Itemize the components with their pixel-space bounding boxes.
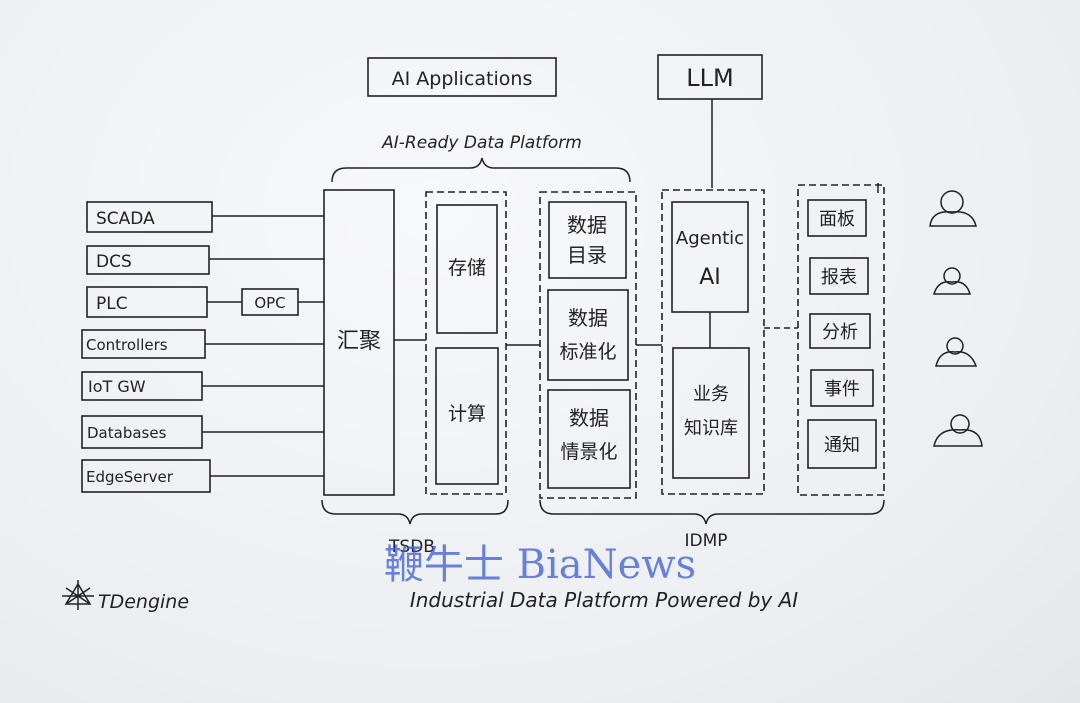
knowledge-base-box [672, 347, 750, 479]
output-box-analysis [809, 313, 871, 349]
platform-brace [331, 157, 631, 183]
source-label-plc: PLC [96, 294, 128, 314]
llm-label: LLM [686, 64, 733, 92]
output-box-notify [807, 419, 877, 469]
aggregate-label: 汇聚 [337, 329, 381, 354]
output-label-dashboard: 面板 [819, 209, 855, 230]
llm-box [657, 54, 763, 100]
data-standardize-line1: 数据 [568, 306, 608, 330]
data-context-box [547, 389, 631, 489]
output-box-dashboard [807, 199, 867, 237]
source-label-dcs: DCS [96, 252, 132, 272]
output-list: 面板 报表 分析 事件 通知 [807, 199, 877, 469]
output-box-event [810, 369, 874, 407]
compute-label: 计算 [448, 403, 486, 425]
idmp-brace [539, 499, 885, 525]
ai-group [661, 189, 765, 495]
output-label-notify: 通知 [824, 435, 860, 456]
tdengine-logo-text: TDengine [98, 591, 189, 613]
source-box-scada [86, 201, 213, 233]
storage-box [436, 204, 498, 334]
source-list: SCADA DCS PLC Controllers IoT GW Databas… [81, 201, 213, 493]
data-standardize-line2: 标准化 [559, 341, 616, 363]
knowledge-base-line1: 业务 [693, 384, 729, 405]
data-context-line2: 情景化 [560, 441, 617, 463]
opc-label: OPC [254, 294, 285, 312]
agentic-ai-line1: Agentic [676, 228, 744, 249]
agentic-ai-line2: AI [699, 265, 721, 290]
source-connectors [202, 215, 324, 477]
source-box-dcs [86, 245, 210, 275]
footer-caption: Industrial Data Platform Powered by AI [410, 588, 798, 612]
ai-applications-label: AI Applications [392, 68, 533, 90]
ai-applications-box [367, 57, 557, 97]
source-label-scada: SCADA [96, 209, 155, 229]
user-icon [935, 337, 978, 367]
user-icon [933, 267, 971, 295]
source-label-databases: Databases [87, 424, 167, 442]
data-catalog-line2: 目录 [567, 243, 607, 267]
source-label-controllers: Controllers [86, 336, 168, 354]
compute-box [435, 347, 499, 485]
storage-label: 存储 [448, 257, 486, 279]
user-icon [933, 414, 983, 447]
aggregate-box [323, 189, 395, 496]
tdengine-logo-icon [62, 580, 94, 610]
watermark: 鞭牛士 BiaNews [384, 542, 696, 588]
data-catalog-line1: 数据 [567, 213, 607, 237]
output-box-report [809, 257, 869, 295]
output-label-report: 报表 [821, 267, 857, 288]
tsdb-label: TSDB [388, 537, 435, 557]
agentic-ai-box [671, 201, 749, 313]
idmp-label: IDMP [684, 531, 727, 551]
data-catalog-box [548, 201, 627, 279]
user-icon [929, 190, 977, 227]
output-label-analysis: 分析 [822, 322, 858, 343]
data-standardize-box [547, 289, 629, 381]
source-label-iot-gw: IoT GW [88, 377, 146, 396]
output-label-event: 事件 [824, 379, 860, 400]
tsdb-brace [321, 499, 509, 525]
tsdb-engine-group [425, 191, 507, 495]
source-label-edgeserver: EdgeServer [86, 468, 174, 486]
knowledge-base-line2: 知识库 [684, 418, 738, 439]
platform-label: AI-Ready Data Platform [381, 133, 582, 153]
data-context-line1: 数据 [569, 406, 609, 430]
